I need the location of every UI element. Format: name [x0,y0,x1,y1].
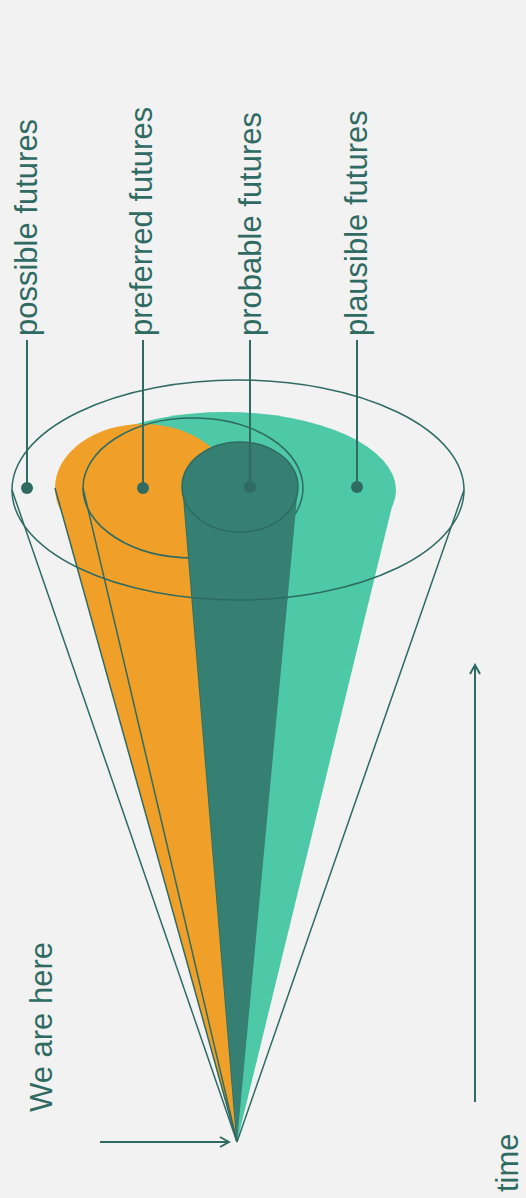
leader-line [249,340,251,487]
time-arrow [474,665,476,1102]
possible-outline [12,380,464,600]
label-text: preferred futures [124,107,160,336]
callout-dot [21,482,33,494]
callout-dot [351,481,363,493]
probable-cone [183,487,298,1142]
callout-dot [244,481,256,493]
label-text: plausible futures [339,110,375,336]
leader-line [142,340,144,488]
leader-line [356,340,358,487]
label-text: probable futures [233,112,269,336]
cone-edge [12,490,237,1142]
cone-edge [237,490,464,1142]
callout-dot [137,482,149,494]
here-arrow [100,1141,229,1143]
leader-line [26,340,28,488]
probable-ellipse [182,442,298,532]
axis-label: time [490,1133,526,1192]
probable-outline [182,442,298,532]
pointer-label: We are here [24,942,60,1112]
label-text: possible futures [9,119,45,336]
